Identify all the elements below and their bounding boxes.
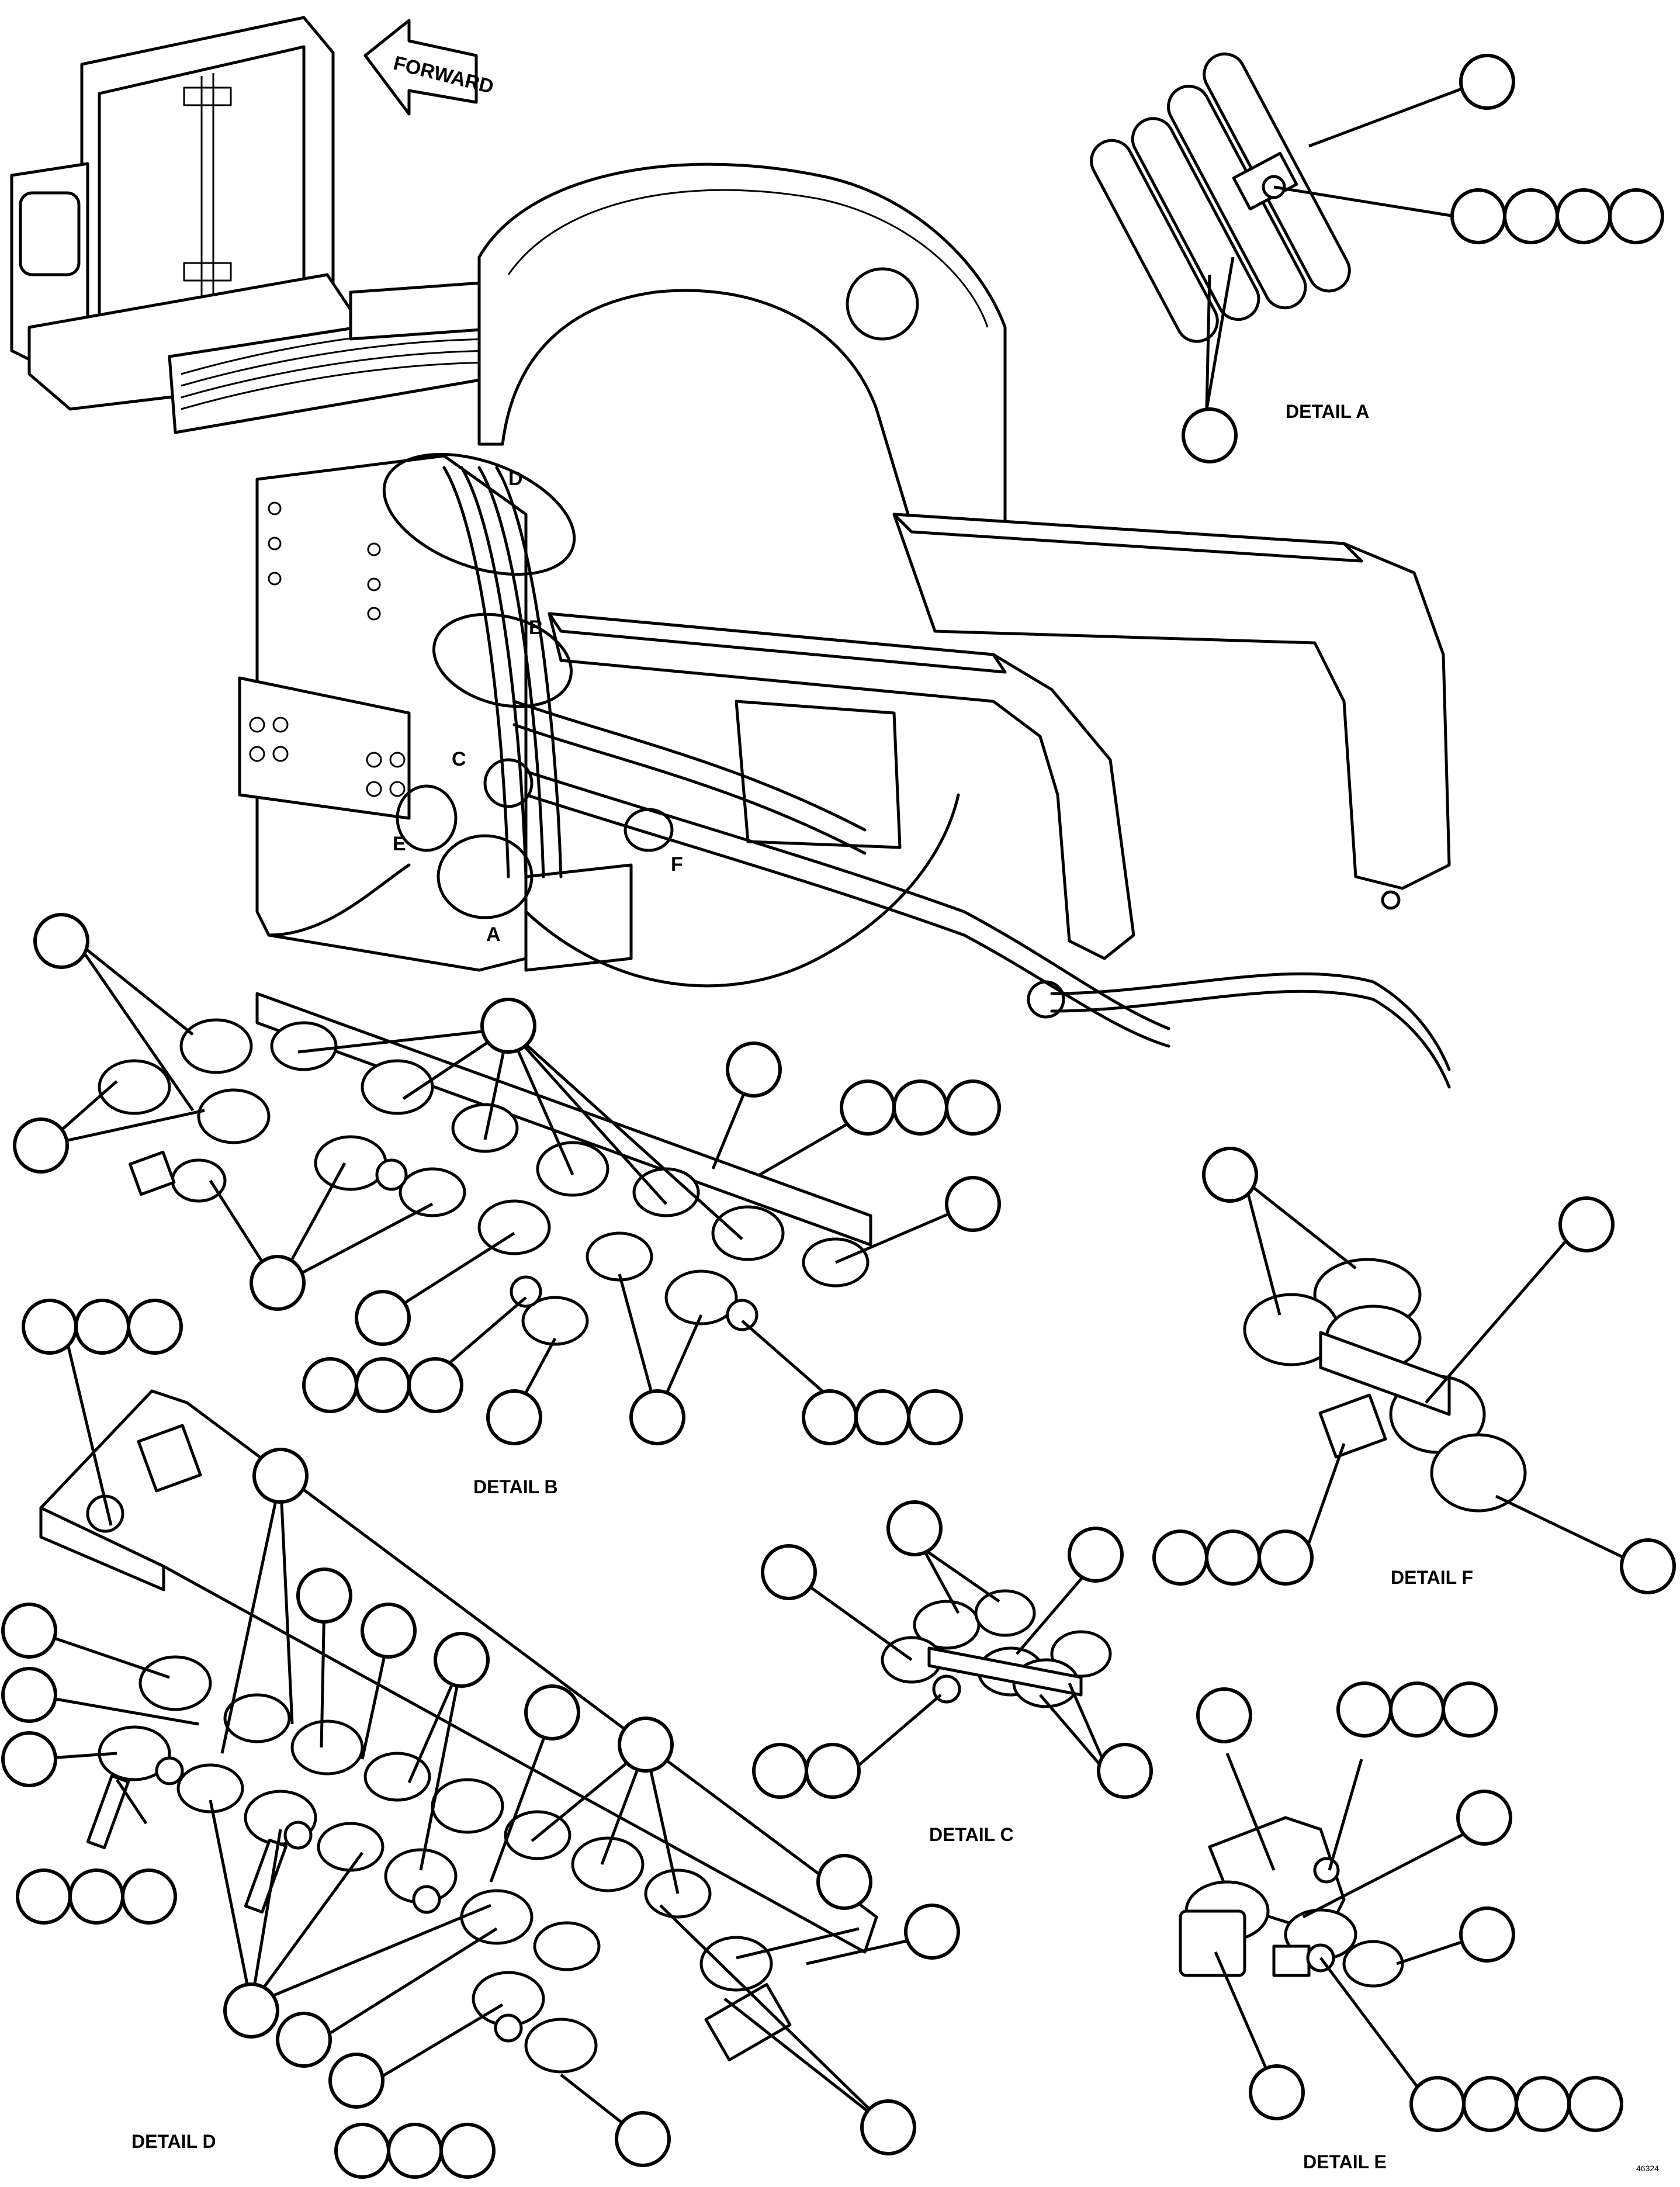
sheet-id: 46324 bbox=[1636, 2164, 1659, 2173]
detail-b: DETAIL B bbox=[13, 913, 1001, 1497]
callout-b: B bbox=[529, 617, 543, 639]
callout-a: A bbox=[486, 923, 501, 946]
detail-c-label: DETAIL C bbox=[929, 1824, 1014, 1845]
callout-e: E bbox=[393, 833, 406, 855]
callout-f: F bbox=[671, 853, 683, 876]
detail-d-label: DETAIL D bbox=[131, 2131, 216, 2152]
main-view-callouts: D B C E A F bbox=[382, 452, 683, 946]
detail-d: DETAIL D bbox=[1, 1299, 960, 2179]
detail-c: DETAIL C bbox=[752, 1500, 1153, 1845]
callout-c: C bbox=[452, 748, 466, 770]
detail-e: DETAIL E bbox=[1179, 1681, 1623, 2172]
detail-a: DETAIL A bbox=[1090, 52, 1664, 463]
detail-a-label: DETAIL A bbox=[1286, 401, 1369, 422]
control-cabinet bbox=[10, 16, 516, 434]
forward-arrow: FORWARD bbox=[363, 19, 496, 116]
detail-e-label: DETAIL E bbox=[1303, 2151, 1387, 2172]
callout-d: D bbox=[508, 468, 523, 490]
detail-b-label: DETAIL B bbox=[473, 1476, 558, 1497]
detail-f: DETAIL F bbox=[1152, 1147, 1676, 1594]
detail-f-label: DETAIL F bbox=[1391, 1567, 1473, 1588]
